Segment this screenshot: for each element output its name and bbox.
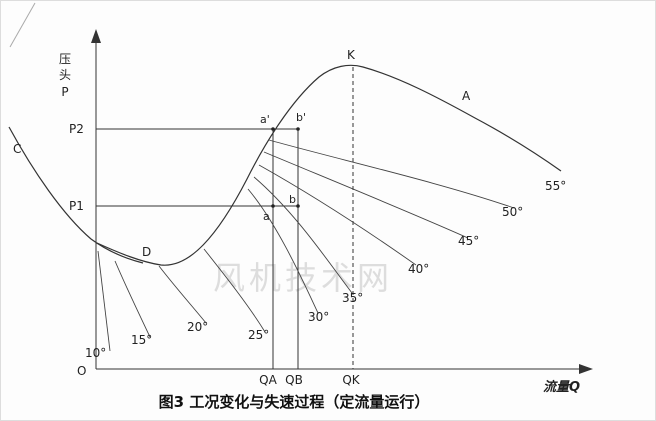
curve-a-label: A (462, 89, 471, 103)
angle-label-30: 30° (308, 310, 329, 324)
angle-label-45: 45° (458, 234, 479, 248)
angle-label-35: 35° (342, 291, 363, 305)
angle-curve-30 (247, 188, 319, 314)
angle-curve-15 (114, 260, 151, 338)
angle-label-25: 25° (248, 328, 269, 342)
point-a-prime-dot (271, 127, 275, 131)
y-axis-label-char-2: 头 (59, 68, 71, 82)
angle-label-15: 15° (131, 333, 152, 347)
point-k-label: K (347, 48, 356, 62)
y-axis-arrow-icon (91, 29, 101, 43)
point-d-label: D (142, 245, 151, 259)
point-b-prime-label: b' (296, 111, 306, 124)
qb-label: QB (285, 373, 303, 387)
angle-label-40: 40° (408, 262, 429, 276)
y-axis-label-char-1: 压 (59, 52, 71, 66)
angle-label-20: 20° (187, 320, 208, 334)
angle-curve-50 (268, 139, 515, 209)
point-b-label: b (289, 193, 296, 206)
main-characteristic-curve (96, 64, 562, 266)
origin-label: O (77, 364, 86, 378)
p1-label: P1 (69, 199, 84, 213)
angle-curve-45 (263, 151, 469, 239)
p2-label: P2 (69, 122, 84, 136)
point-b-dot (296, 204, 300, 208)
point-a-dot (271, 204, 275, 208)
curve-c (8, 126, 144, 264)
x-axis-label: 流量Q (543, 379, 580, 395)
x-axis-arrow-icon (579, 364, 593, 374)
angle-label-50: 50° (502, 205, 523, 219)
point-b-prime-dot (296, 127, 300, 131)
figure-caption: 图3 工况变化与失速过程（定流量运行） (159, 393, 430, 411)
qk-label: QK (342, 373, 360, 387)
angle-curve-40 (258, 164, 417, 266)
curve-c-label: C (13, 142, 21, 156)
point-a-label: a (263, 210, 270, 223)
watermark-text: 风机技术网 (213, 259, 393, 297)
angle-label-55: 55° (545, 179, 566, 193)
qa-label: QA (259, 373, 277, 387)
corner-mark (9, 2, 36, 48)
angle-curve-10 (97, 250, 111, 352)
angle-curve-35 (253, 176, 353, 294)
point-a-prime-label: a' (260, 113, 270, 126)
angle-curve-20 (158, 265, 207, 324)
angle-label-10: 10° (85, 346, 106, 360)
angle-curve-25 (203, 248, 266, 333)
y-axis-label-p: P (61, 85, 68, 99)
